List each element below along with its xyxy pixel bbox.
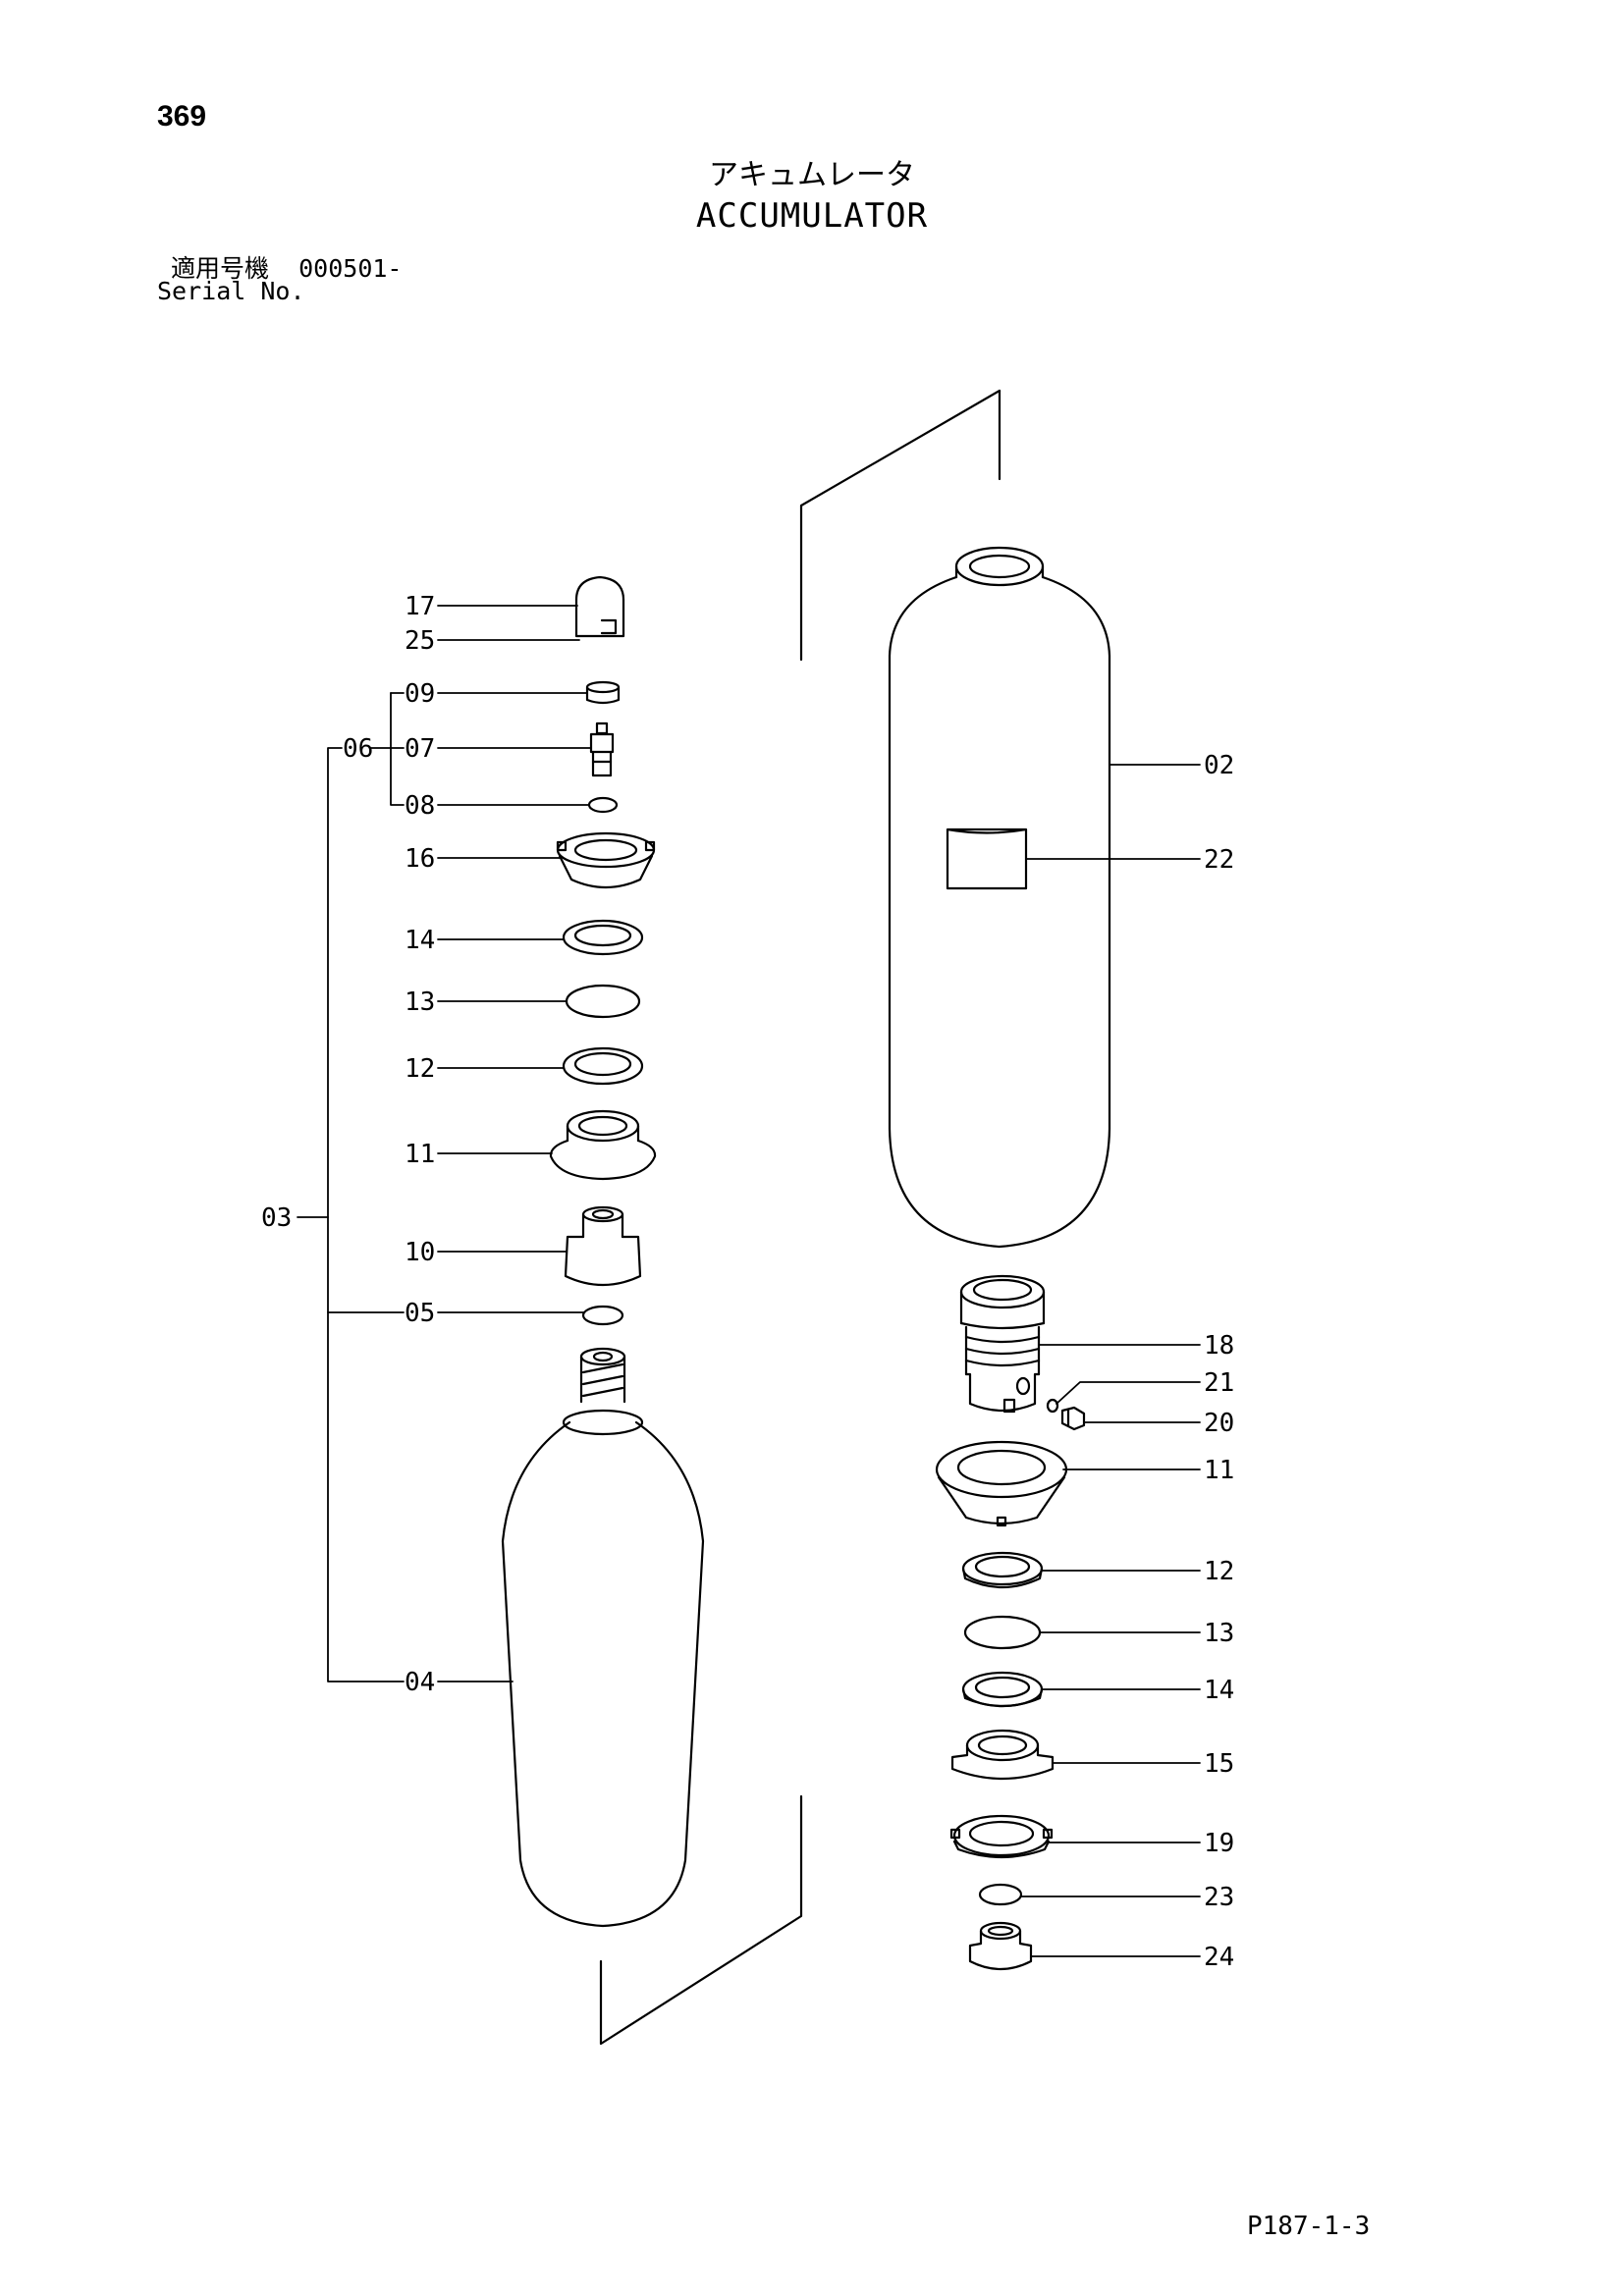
callout-19: 19 xyxy=(1204,1829,1234,1858)
part-ring-middle xyxy=(562,1046,644,1086)
part-shell xyxy=(888,546,1111,1249)
serial-row: 適用号機 000501- xyxy=(171,249,402,285)
serial-label: Serial No. xyxy=(157,277,305,305)
part-plug xyxy=(1060,1406,1086,1431)
part-flanged-ring-large xyxy=(935,1440,1068,1527)
serial-label-japanese: 適用号機 xyxy=(171,254,270,283)
title-japanese: アキュムレータ xyxy=(709,158,915,192)
part-bladder xyxy=(501,1347,705,1928)
callout-03: 03 xyxy=(261,1203,292,1233)
callout-20: 20 xyxy=(1204,1409,1234,1438)
part-spacer xyxy=(950,1729,1055,1781)
callouts-right: 02 22 18 21 20 11 12 13 14 15 19 23 24 xyxy=(1204,751,1234,1972)
page-code: P187-1-3 xyxy=(1247,2212,1371,2241)
callout-18: 18 xyxy=(1204,1331,1234,1361)
callout-11: 11 xyxy=(405,1140,435,1169)
page-title: ACCUMULATOR xyxy=(695,196,929,236)
callout-14: 14 xyxy=(405,926,435,955)
callout-17: 17 xyxy=(405,592,435,621)
part-o-ring-tiny xyxy=(1046,1398,1059,1414)
callout-14-right: 14 xyxy=(1204,1676,1234,1705)
part-nut xyxy=(968,1921,1033,1971)
callout-02: 02 xyxy=(1204,751,1234,780)
callout-22: 22 xyxy=(1204,845,1234,875)
part-disc-upper xyxy=(565,984,641,1019)
callout-16: 16 xyxy=(405,844,435,874)
page-number: 369 xyxy=(157,100,207,133)
callout-05: 05 xyxy=(405,1299,435,1328)
part-ring-upper xyxy=(562,919,644,956)
part-o-ring-small xyxy=(587,796,619,814)
callout-10: 10 xyxy=(405,1238,435,1267)
callout-12-right: 12 xyxy=(1204,1557,1234,1586)
callout-11-right: 11 xyxy=(1204,1456,1234,1485)
callout-08: 08 xyxy=(405,791,435,821)
callout-24: 24 xyxy=(1204,1943,1234,1972)
callout-04: 04 xyxy=(405,1668,435,1697)
part-ring-lower xyxy=(961,1551,1044,1589)
part-lock-ring xyxy=(949,1814,1054,1859)
part-valve-core xyxy=(589,721,615,777)
part-flanged-ring xyxy=(549,1109,657,1181)
callout-06: 06 xyxy=(343,734,373,764)
callouts-left: 17 25 09 07 08 06 16 14 13 12 11 03 10 0… xyxy=(261,592,435,1697)
leader-lines xyxy=(297,605,1201,1957)
serial-value: 000501- xyxy=(298,254,403,283)
part-lock-nut xyxy=(556,831,656,889)
callout-25: 25 xyxy=(405,626,435,656)
part-o-ring-lower xyxy=(978,1883,1023,1906)
callout-15: 15 xyxy=(1204,1749,1234,1779)
callout-13: 13 xyxy=(405,988,435,1017)
part-poppet-housing xyxy=(564,1205,642,1287)
part-small-cap xyxy=(585,680,621,705)
callout-21: 21 xyxy=(1204,1368,1234,1398)
connector-lines xyxy=(599,389,1001,2046)
part-valve-cap xyxy=(574,575,625,638)
part-label-plate xyxy=(946,828,1028,890)
callout-12: 12 xyxy=(405,1054,435,1084)
callout-13-right: 13 xyxy=(1204,1619,1234,1648)
part-o-ring-medium xyxy=(581,1305,624,1326)
part-gas-valve-body xyxy=(959,1274,1046,1414)
callout-07: 07 xyxy=(405,734,435,764)
part-disc-lower xyxy=(963,1615,1042,1650)
callout-23: 23 xyxy=(1204,1883,1234,1912)
part-ring-lower-2 xyxy=(961,1671,1044,1708)
callout-09: 09 xyxy=(405,679,435,709)
